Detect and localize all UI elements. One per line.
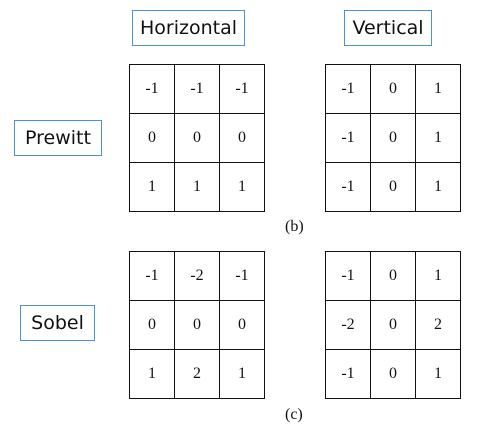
horizontal-header: Horizontal	[132, 10, 245, 46]
caption-b: (b)	[285, 218, 304, 235]
kernel-cell: 0	[370, 113, 416, 163]
kernel-cell: 0	[370, 349, 416, 399]
kernel-cell: 0	[174, 300, 220, 350]
kernel-cell: 0	[219, 113, 265, 163]
caption-c: (c)	[285, 406, 303, 423]
kernel-cell: 2	[174, 349, 220, 399]
kernel-cell: 0	[129, 300, 175, 350]
kernel-cell: 0	[129, 113, 175, 163]
prewitt-horizontal-kernel: -1 -1 -1 0 0 0 1 1 1	[129, 64, 265, 212]
kernel-row: -1 0 1	[325, 162, 461, 212]
kernel-cell: 1	[415, 113, 461, 163]
kernel-cell: 1	[415, 251, 461, 301]
sobel-vertical-kernel: -1 0 1 -2 0 2 -1 0 1	[325, 251, 461, 399]
kernel-cell: -1	[325, 349, 371, 399]
vertical-header: Vertical	[344, 10, 432, 46]
kernel-cell: -1	[325, 162, 371, 212]
kernel-cell: 1	[219, 349, 265, 399]
kernel-cell: 0	[370, 162, 416, 212]
kernel-row: -1 0 1	[325, 113, 461, 163]
kernel-cell: 0	[370, 300, 416, 350]
kernel-row: -1 0 1	[325, 64, 461, 114]
prewitt-vertical-kernel: -1 0 1 -1 0 1 -1 0 1	[325, 64, 461, 212]
kernel-row: 1 1 1	[129, 162, 265, 212]
kernel-cell: -1	[174, 64, 220, 114]
prewitt-label: Prewitt	[14, 120, 102, 156]
kernel-cell: 2	[415, 300, 461, 350]
kernel-row: -2 0 2	[325, 300, 461, 350]
kernel-cell: -1	[129, 251, 175, 301]
kernel-row: 0 0 0	[129, 113, 265, 163]
kernel-cell: -1	[325, 64, 371, 114]
kernel-cell: -2	[325, 300, 371, 350]
kernel-cell: 0	[219, 300, 265, 350]
kernel-row: 1 2 1	[129, 349, 265, 399]
kernel-cell: 1	[129, 349, 175, 399]
kernel-row: -1 0 1	[325, 349, 461, 399]
kernel-cell: -2	[174, 251, 220, 301]
kernel-cell: -1	[219, 251, 265, 301]
kernel-row: 0 0 0	[129, 300, 265, 350]
kernel-row: -1 -2 -1	[129, 251, 265, 301]
kernel-cell: -1	[219, 64, 265, 114]
kernel-cell: 0	[370, 251, 416, 301]
kernel-cell: -1	[129, 64, 175, 114]
kernel-cell: 1	[219, 162, 265, 212]
kernel-cell: 1	[129, 162, 175, 212]
kernel-row: -1 -1 -1	[129, 64, 265, 114]
kernel-cell: 1	[415, 64, 461, 114]
kernel-cell: -1	[325, 251, 371, 301]
kernel-cell: 0	[370, 64, 416, 114]
kernel-cell: 1	[415, 162, 461, 212]
kernel-cell: 1	[415, 349, 461, 399]
kernel-cell: 0	[174, 113, 220, 163]
sobel-label: Sobel	[20, 305, 95, 341]
kernel-row: -1 0 1	[325, 251, 461, 301]
kernel-cell: 1	[174, 162, 220, 212]
kernel-cell: -1	[325, 113, 371, 163]
sobel-horizontal-kernel: -1 -2 -1 0 0 0 1 2 1	[129, 251, 265, 399]
